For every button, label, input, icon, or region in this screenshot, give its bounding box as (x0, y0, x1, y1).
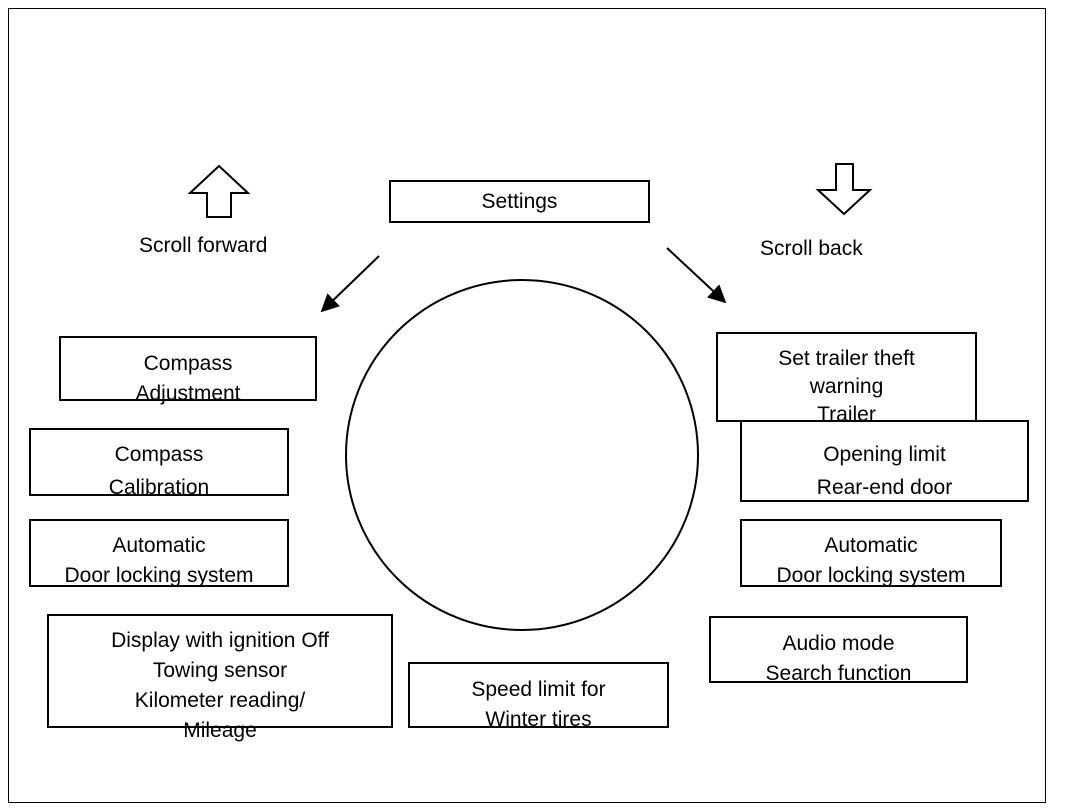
rotary-knob-circle (345, 279, 699, 631)
box-line: Speed limit for (471, 678, 606, 701)
forward-direction-arrow (320, 255, 380, 313)
box-line: Door locking system (776, 564, 966, 587)
box-line: Compass (114, 443, 204, 466)
box-line: Rear-end door (816, 476, 953, 499)
settings-box: Settings (389, 180, 650, 223)
box-line: Audio mode (782, 632, 895, 655)
scroll-forward-arrow-icon (187, 164, 251, 218)
audio-mode-search-box: Audio mode Search function (709, 616, 968, 685)
box-line: Compass (143, 352, 233, 375)
automatic-door-locking-left-box: Automatic Door locking system (29, 519, 289, 587)
box-line: Automatic (112, 534, 206, 557)
box-line: warning (809, 375, 884, 398)
box-line: Kilometer reading/ (134, 689, 306, 712)
box-line: Towing sensor (152, 659, 288, 682)
box-line: Adjustment (135, 382, 241, 405)
scroll-forward-label: Scroll forward (139, 234, 268, 257)
compass-adjustment-box: Compass Adjustment (59, 336, 317, 405)
box-line: Automatic (824, 534, 918, 557)
back-direction-arrow (666, 247, 727, 304)
box-line: Door locking system (64, 564, 254, 587)
settings-label: Settings (481, 190, 558, 213)
scroll-back-arrow-icon (815, 163, 873, 216)
box-line: Calibration (108, 476, 210, 499)
display-ignition-off-box: Display with ignition Off Towing sensor … (47, 614, 393, 742)
box-line: Set trailer theft (778, 347, 915, 370)
diagram-frame (8, 8, 1046, 803)
scroll-back-label: Scroll back (760, 237, 863, 260)
trailer-theft-warning-box: Set trailer theft warning Trailer (716, 332, 977, 426)
box-line: Opening limit (823, 443, 946, 466)
box-line: Search function (765, 662, 912, 685)
box-line: Winter tires (485, 708, 592, 731)
automatic-door-locking-right-box: Automatic Door locking system (740, 519, 1002, 587)
speed-limit-winter-tires-box: Speed limit for Winter tires (408, 662, 669, 731)
box-line: Mileage (183, 719, 257, 742)
compass-calibration-box: Compass Calibration (29, 428, 289, 499)
opening-limit-rear-door-box: Opening limit Rear-end door (740, 420, 1029, 502)
box-line: Display with ignition Off (111, 629, 329, 652)
